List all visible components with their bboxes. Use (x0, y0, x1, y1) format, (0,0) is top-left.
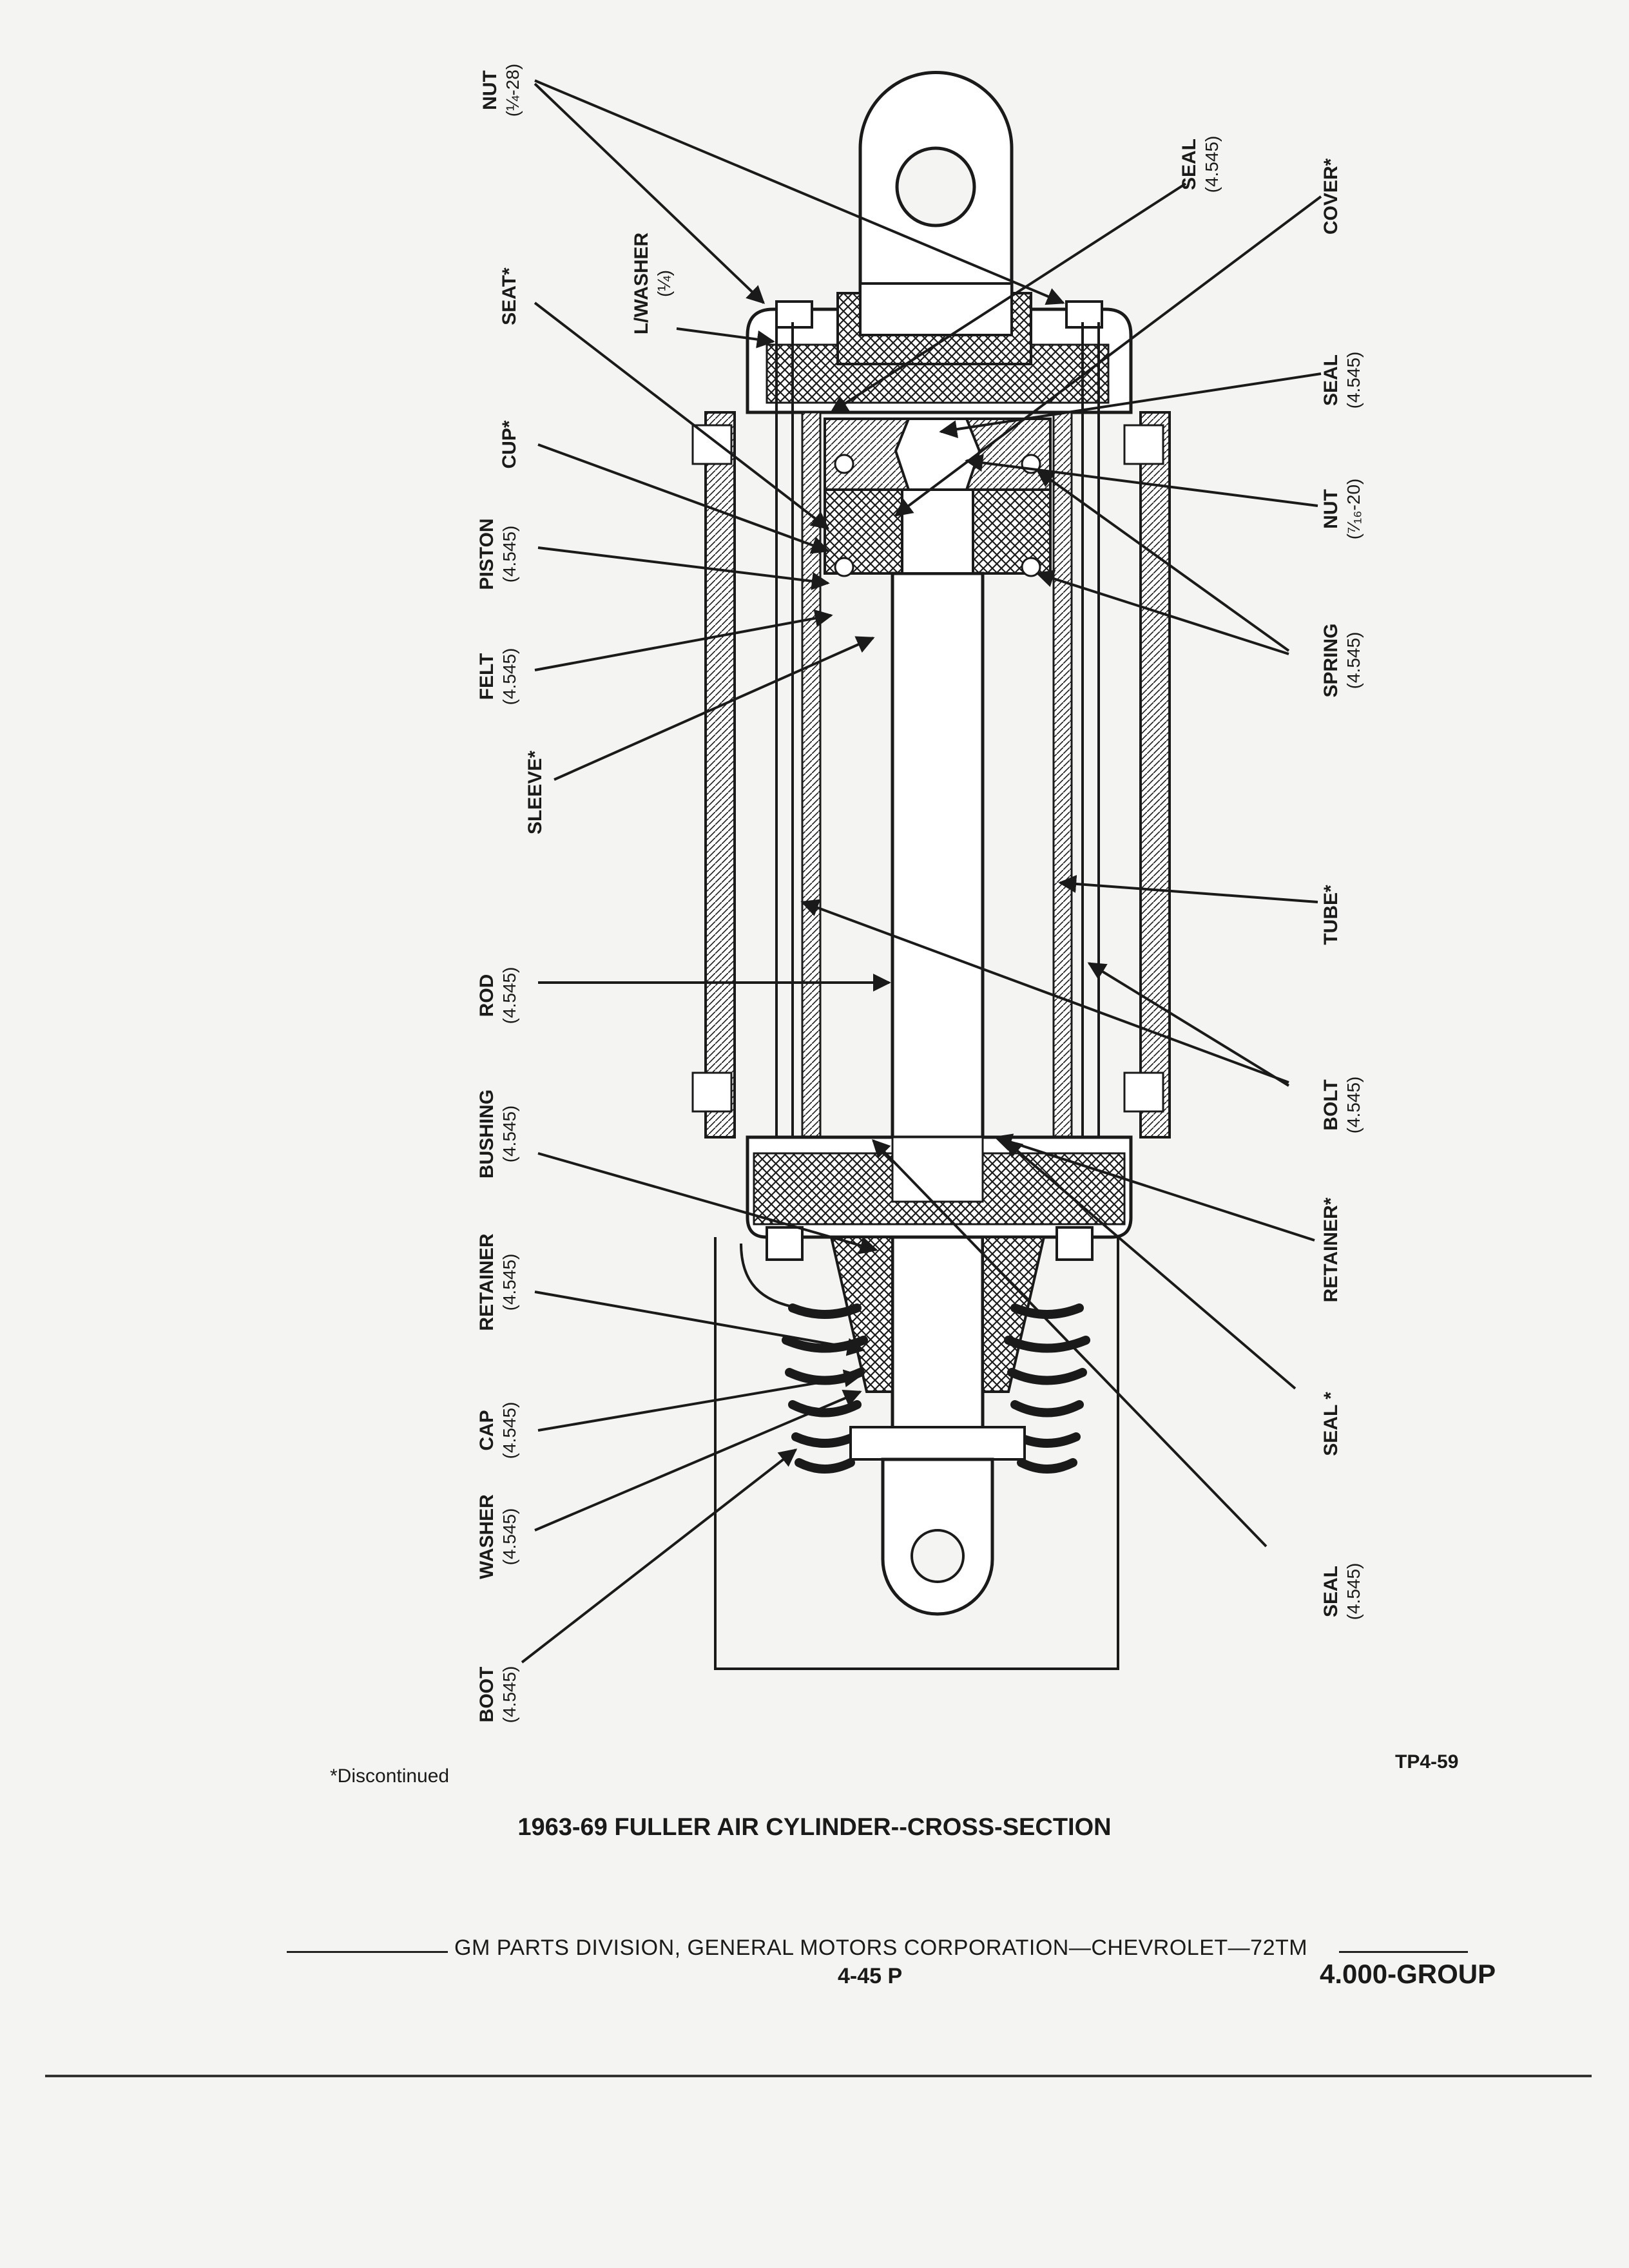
svg-text:SEAL: SEAL (1320, 354, 1342, 406)
svg-text:L/WASHER: L/WASHER (631, 233, 652, 335)
callout-cup: CUP* (499, 420, 830, 554)
svg-text:(4.545): (4.545) (1202, 136, 1222, 193)
svg-text:SEAL *: SEAL * (1320, 1392, 1342, 1456)
svg-text:(4.545): (4.545) (499, 967, 519, 1024)
callout-retainer-left: RETAINER (4.545) (476, 1233, 865, 1356)
group-number: 4.000-GROUP (1320, 1959, 1496, 1989)
footer-rule-left (287, 1951, 448, 1953)
svg-text:SPRING: SPRING (1320, 623, 1342, 697)
piston-rod (891, 488, 985, 1432)
svg-text:(4.545): (4.545) (499, 1508, 519, 1566)
svg-text:BOOT: BOOT (476, 1667, 497, 1723)
svg-text:(4.545): (4.545) (499, 526, 519, 583)
svg-text:SEAT*: SEAT* (499, 267, 520, 325)
footer-rule-right (1339, 1951, 1468, 1953)
svg-text:FELT: FELT (476, 653, 497, 700)
svg-text:RETAINER*: RETAINER* (1320, 1197, 1342, 1302)
svg-text:(⁷⁄₁₆-20): (⁷⁄₁₆-20) (1344, 479, 1364, 540)
svg-text:(¼): (¼) (654, 270, 674, 297)
callout-seal-upper: SEAL (4.545) (939, 352, 1364, 439)
svg-text:NUT: NUT (479, 70, 501, 110)
svg-text:PISTON: PISTON (476, 518, 497, 590)
callout-nut-quarter: NUT (¼-28) (479, 64, 1065, 305)
callout-nut-716: NUT (⁷⁄₁₆-20) (965, 454, 1364, 540)
footer-division: GM PARTS DIVISION, GENERAL MOTORS CORPOR… (454, 1936, 1308, 1960)
callout-rod: ROD (4.545) (476, 967, 891, 1024)
page-number: 4-45 P (838, 1964, 903, 1988)
svg-text:(4.545): (4.545) (1344, 1077, 1364, 1134)
callout-seal-bottom: SEAL (4.545) (872, 1139, 1364, 1620)
svg-text:(4.545): (4.545) (499, 1106, 519, 1163)
svg-text:(4.545): (4.545) (1344, 632, 1364, 689)
cylinder-tube (704, 411, 1171, 1139)
callout-felt: FELT (4.545) (476, 609, 833, 706)
callout-tube: TUBE* (1058, 874, 1342, 945)
bottom-nuts (766, 1226, 1094, 1261)
svg-text:TUBE*: TUBE* (1320, 885, 1342, 945)
svg-text:(4.545): (4.545) (499, 1254, 519, 1311)
callout-piston: PISTON (4.545) (476, 518, 830, 590)
callout-cap: CAP (4.545) (476, 1369, 862, 1459)
svg-text:NUT: NUT (1320, 489, 1342, 529)
air-cylinder-cross-section-diagram: NUT (¼-28) SEAT* L/WASHER (¼) CUP* PISTO… (476, 64, 1364, 1724)
svg-text:(4.545): (4.545) (499, 1666, 519, 1724)
svg-text:SEAL: SEAL (1320, 1566, 1342, 1617)
callout-sleeve: SLEEVE* (525, 636, 875, 834)
svg-text:(4.545): (4.545) (499, 1402, 519, 1459)
svg-text:(4.545): (4.545) (1344, 352, 1364, 409)
svg-text:CAP: CAP (476, 1410, 497, 1450)
svg-text:WASHER: WASHER (476, 1494, 497, 1579)
tie-bolts (775, 322, 1100, 1224)
svg-text:BOLT: BOLT (1320, 1079, 1342, 1130)
callout-bushing: BUSHING (4.545) (476, 1090, 878, 1254)
band-clamps (691, 424, 1164, 1113)
svg-text:ROD: ROD (476, 974, 497, 1017)
top-clevis (858, 71, 1014, 296)
svg-text:(4.545): (4.545) (499, 648, 519, 706)
callout-boot: BOOT (4.545) (476, 1448, 798, 1724)
figure-caption: 1963-69 FULLER AIR CYLINDER--CROSS-SECTI… (517, 1814, 1112, 1841)
callout-bolt: BOLT (4.545) (800, 899, 1364, 1134)
top-nuts (775, 300, 1103, 329)
callout-retainer-right: RETAINER* (994, 1133, 1342, 1302)
figure-code: TP4-59 (1395, 1751, 1459, 1773)
callout-seal-mid: SEAL * (1003, 1139, 1342, 1456)
svg-text:(4.545): (4.545) (1344, 1563, 1364, 1620)
callout-seat: SEAT* (499, 267, 830, 530)
svg-text:SEAL: SEAL (1179, 139, 1200, 190)
callout-lwasher: L/WASHER (¼) (631, 233, 775, 349)
svg-text:CUP*: CUP* (499, 420, 520, 468)
bottom-head (746, 1135, 1133, 1393)
svg-text:SLEEVE*: SLEEVE* (525, 751, 546, 834)
callout-spring: SPRING (4.545) (1036, 469, 1364, 698)
svg-text:(¼-28): (¼-28) (503, 64, 523, 117)
bottom-clevis (849, 1426, 1026, 1616)
bottom-rule (45, 2075, 1592, 2077)
svg-text:RETAINER: RETAINER (476, 1233, 497, 1331)
callout-seal-top: SEAL (4.545) (829, 136, 1222, 414)
footnote: *Discontinued (330, 1765, 450, 1787)
svg-text:BUSHING: BUSHING (476, 1090, 497, 1178)
callout-washer: WASHER (4.545) (476, 1389, 862, 1579)
svg-text:COVER*: COVER* (1320, 158, 1342, 235)
